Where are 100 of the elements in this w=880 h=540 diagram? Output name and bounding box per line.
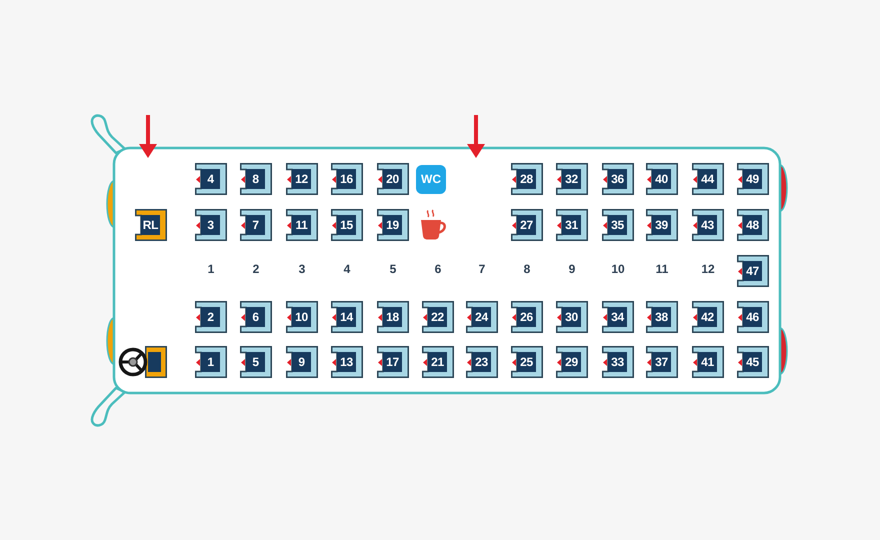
seat-number: 40 bbox=[652, 169, 671, 189]
seat bbox=[331, 209, 363, 241]
seat bbox=[331, 163, 363, 195]
seat bbox=[195, 346, 227, 378]
row-number: 11 bbox=[656, 262, 668, 277]
seat bbox=[692, 209, 724, 241]
seat bbox=[602, 346, 634, 378]
seat-number: 26 bbox=[517, 307, 536, 327]
seat bbox=[331, 301, 363, 333]
driver-seat bbox=[145, 346, 167, 378]
seat-number: 47 bbox=[743, 261, 762, 281]
seat-number: 35 bbox=[608, 215, 627, 235]
seat bbox=[511, 209, 543, 241]
seat bbox=[466, 346, 498, 378]
seat bbox=[602, 163, 634, 195]
seat-number: 27 bbox=[517, 215, 536, 235]
seat bbox=[692, 346, 724, 378]
seat-number: 41 bbox=[698, 352, 717, 372]
seat bbox=[377, 346, 409, 378]
seat bbox=[646, 346, 678, 378]
row-number: 8 bbox=[524, 262, 530, 277]
seat bbox=[240, 301, 272, 333]
seat-number: 45 bbox=[743, 352, 762, 372]
seat-number: 2 bbox=[201, 307, 220, 327]
seat-number: 9 bbox=[292, 352, 311, 372]
seat-number: 46 bbox=[743, 307, 762, 327]
seat bbox=[602, 209, 634, 241]
seat bbox=[692, 163, 724, 195]
seat bbox=[556, 209, 588, 241]
seat-number: 42 bbox=[698, 307, 717, 327]
row-number: 4 bbox=[344, 262, 350, 277]
row-number: 2 bbox=[252, 262, 260, 277]
seat bbox=[195, 163, 227, 195]
seat-number: 10 bbox=[292, 307, 311, 327]
row-number: 5 bbox=[390, 262, 396, 277]
seat-number: 22 bbox=[428, 307, 447, 327]
seat-number: 21 bbox=[428, 352, 447, 372]
row-number: 9 bbox=[568, 262, 576, 277]
row-number: 7 bbox=[478, 262, 486, 277]
seat-number: 32 bbox=[562, 169, 581, 189]
seat-number: 11 bbox=[292, 215, 311, 235]
seat-number: 48 bbox=[743, 215, 762, 235]
seat-number: 8 bbox=[246, 169, 265, 189]
seat-number: 7 bbox=[246, 215, 265, 235]
seat bbox=[511, 163, 543, 195]
row-number: 12 bbox=[701, 262, 715, 277]
seat-number: 4 bbox=[201, 169, 220, 189]
row-number: 3 bbox=[298, 262, 306, 277]
toilet-sign: WC bbox=[416, 165, 446, 194]
seat-number: 23 bbox=[472, 352, 491, 372]
seat-number: 25 bbox=[517, 352, 536, 372]
seat bbox=[646, 163, 678, 195]
seat bbox=[286, 301, 318, 333]
seat bbox=[737, 163, 769, 195]
seat bbox=[556, 301, 588, 333]
seat bbox=[422, 301, 454, 333]
seat-number: 24 bbox=[472, 307, 491, 327]
seat-number: 34 bbox=[608, 307, 627, 327]
seat bbox=[286, 346, 318, 378]
seat-number: 38 bbox=[652, 307, 671, 327]
seat-number: 15 bbox=[337, 215, 356, 235]
seat-number: 12 bbox=[292, 169, 311, 189]
seat bbox=[377, 163, 409, 195]
seat bbox=[737, 346, 769, 378]
seat bbox=[511, 346, 543, 378]
seat bbox=[466, 301, 498, 333]
seat-label: RL bbox=[141, 215, 160, 235]
seat bbox=[646, 301, 678, 333]
seat bbox=[377, 301, 409, 333]
seat-number: 3 bbox=[201, 215, 220, 235]
seat bbox=[692, 301, 724, 333]
seat-number: 30 bbox=[562, 307, 581, 327]
seat bbox=[646, 209, 678, 241]
row-number: 6 bbox=[434, 262, 442, 277]
seat bbox=[331, 346, 363, 378]
seat bbox=[286, 163, 318, 195]
seat-number: 13 bbox=[337, 352, 356, 372]
seat bbox=[737, 301, 769, 333]
seat-number: 5 bbox=[246, 352, 265, 372]
seat bbox=[240, 346, 272, 378]
seat-number: 37 bbox=[652, 352, 671, 372]
seat bbox=[135, 209, 167, 241]
seat bbox=[195, 209, 227, 241]
seat bbox=[602, 301, 634, 333]
seat-number: 39 bbox=[652, 215, 671, 235]
seat-number: 1 bbox=[201, 352, 220, 372]
seat-number: 17 bbox=[383, 352, 402, 372]
seat-number: 28 bbox=[517, 169, 536, 189]
seat bbox=[422, 346, 454, 378]
seat-number: 43 bbox=[698, 215, 717, 235]
seat bbox=[195, 301, 227, 333]
seat-number: 16 bbox=[337, 169, 356, 189]
seat bbox=[737, 209, 769, 241]
seat-number: 44 bbox=[698, 169, 717, 189]
seat-number: 29 bbox=[562, 352, 581, 372]
row-number: 1 bbox=[208, 262, 214, 277]
seat bbox=[511, 301, 543, 333]
seat-number: 19 bbox=[383, 215, 402, 235]
seat-number: 31 bbox=[562, 215, 581, 235]
seat bbox=[737, 255, 769, 287]
